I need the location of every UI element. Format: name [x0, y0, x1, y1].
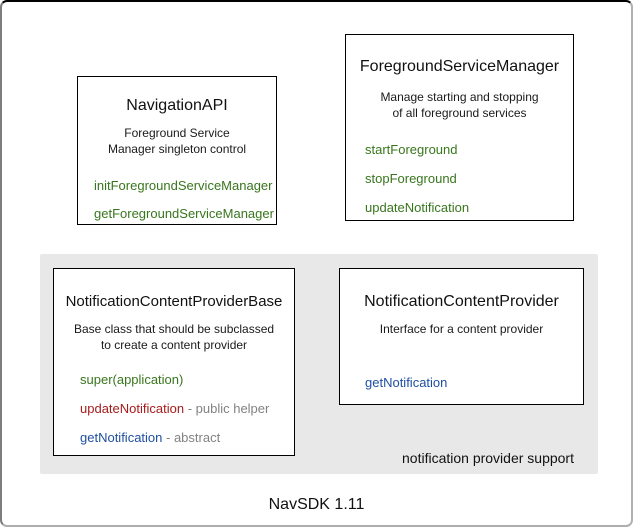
method-get-notification: getNotification - abstract [80, 430, 221, 445]
class-description: Base class that should be subclassed to … [73, 322, 275, 352]
class-box-navigation-api: NavigationAPI Foreground Service Manager… [77, 76, 277, 225]
method-super-application: super(application) [80, 372, 184, 387]
method-get-foreground-service-manager: getForegroundServiceManager [94, 206, 274, 221]
notification-provider-support-panel: NotificationContentProviderBase Base cla… [40, 254, 598, 474]
method-stop-foreground: stopForeground [365, 171, 457, 186]
class-title: NotificationContentProvider [364, 293, 559, 310]
class-methods: getNotification [340, 375, 583, 390]
class-title: NotificationContentProviderBase [65, 293, 283, 310]
method-annotation: - abstract [162, 430, 221, 445]
class-box-notification-content-provider: NotificationContentProvider Interface fo… [339, 268, 584, 405]
method-annotation: - public helper [184, 401, 270, 416]
class-methods: super(application) updateNotification - … [54, 372, 294, 445]
sdk-version-label: NavSDK 1.11 [268, 496, 365, 513]
class-description: Interface for a content provider [379, 322, 544, 336]
class-box-notification-content-provider-base: NotificationContentProviderBase Base cla… [53, 268, 295, 456]
method-start-foreground: startForeground [365, 142, 458, 157]
panel-label: notification provider support [402, 450, 574, 466]
class-description: Foreground Service Manager singleton con… [107, 126, 247, 156]
method-update-notification: updateNotification [365, 200, 470, 215]
method-init-foreground-service-manager: initForegroundServiceManager [94, 178, 273, 193]
class-title: NavigationAPI [126, 97, 228, 114]
class-methods: initForegroundServiceManager getForegrou… [78, 178, 276, 221]
class-title: ForegroundServiceManager [359, 58, 560, 75]
class-methods: startForeground stopForeground updateNot… [346, 142, 573, 215]
method-get-notification: getNotification [365, 375, 448, 390]
class-description: Manage starting and stopping of all fore… [380, 90, 539, 120]
method-update-notification: updateNotification - public helper [80, 401, 270, 416]
class-box-foreground-service-manager: ForegroundServiceManager Manage starting… [345, 34, 574, 221]
